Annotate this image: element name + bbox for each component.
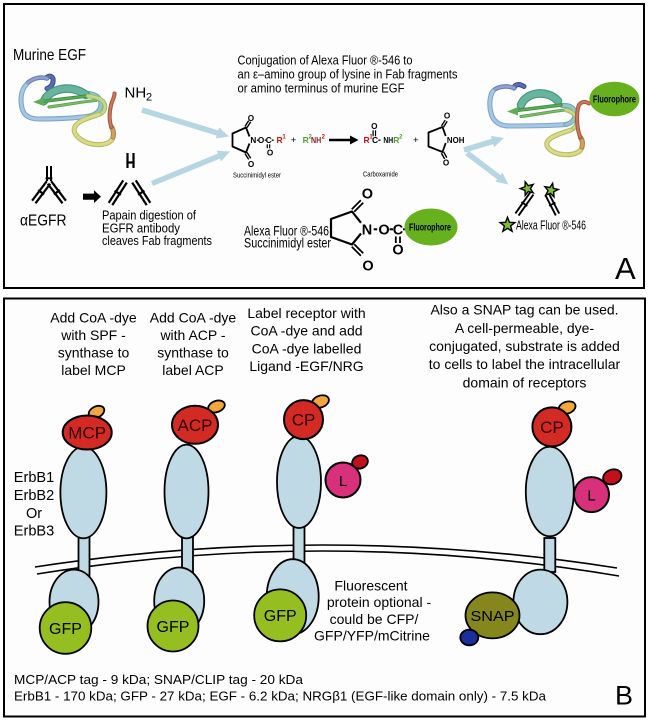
svg-text:CoA -dye and add: CoA -dye and add (250, 323, 362, 339)
svg-text:Alexa Fluor ®-546: Alexa Fluor ®-546 (244, 223, 329, 238)
svg-text:N: N (250, 136, 256, 145)
svg-text:A cell-permeable, dye-: A cell-permeable, dye- (455, 320, 595, 336)
svg-text:conjugated, substrate is added: conjugated, substrate is added (429, 338, 620, 354)
svg-text:with ACP -: with ACP - (159, 327, 225, 343)
svg-text:Also a SNAP tag can be used.: Also a SNAP tag can be used. (430, 302, 618, 318)
svg-text:an ε–amino group of lysine in: an ε–amino group of lysine in Fab fragme… (238, 68, 458, 82)
svg-text:label ACP: label ACP (162, 362, 223, 378)
svg-text:O: O (248, 114, 255, 123)
svg-text:Fluorophore: Fluorophore (593, 95, 636, 106)
svg-text:B: B (615, 681, 633, 711)
svg-text:CoA -dye labelled: CoA -dye labelled (252, 340, 362, 356)
svg-text:CP: CP (540, 418, 564, 437)
svg-text:to cells to label the intracel: to cells to label the intracellular (429, 356, 621, 372)
svg-text:ErbB1 - 170 kDa; GFP - 27 kDa;: ErbB1 - 170 kDa; GFP - 27 kDa; EGF - 6.2… (14, 690, 546, 704)
svg-text:NH: NH (125, 84, 147, 101)
svg-text:N: N (362, 223, 372, 239)
svg-text:could be CFP/: could be CFP/ (330, 611, 419, 627)
svg-text:Murine EGF: Murine EGF (13, 47, 86, 64)
svg-text:+: + (413, 135, 419, 146)
svg-text:cleaves Fab fragments: cleaves Fab fragments (102, 234, 212, 248)
svg-text:with SPF -: with SPF - (60, 327, 126, 343)
svg-text:Conjugation of Alexa Fluor ®-5: Conjugation of Alexa Fluor ®-546 to (238, 54, 413, 68)
svg-text:Fluorophore: Fluorophore (409, 223, 451, 234)
svg-text:1: 1 (369, 134, 373, 140)
svg-text:GFP: GFP (264, 608, 297, 625)
svg-text:O: O (258, 136, 265, 145)
svg-text:domain of receptors: domain of receptors (463, 374, 587, 390)
svg-text:Succinimidyl ester: Succinimidyl ester (244, 235, 331, 250)
svg-text:R: R (303, 135, 309, 145)
svg-text:R: R (393, 135, 399, 145)
svg-text:R: R (277, 135, 283, 145)
svg-text:2: 2 (399, 134, 403, 140)
svg-text:L: L (587, 488, 595, 505)
svg-text:O: O (371, 122, 378, 131)
svg-text:synthase to: synthase to (58, 345, 130, 361)
svg-text:2: 2 (322, 134, 326, 140)
svg-text:1: 1 (282, 134, 286, 140)
svg-text:MCP: MCP (68, 424, 106, 443)
svg-text:or amino terminus of murine EG: or amino terminus of murine EGF (238, 82, 405, 96)
svg-text:2: 2 (146, 91, 152, 103)
svg-text:GFP: GFP (49, 621, 82, 638)
svg-text:EGFR antibody: EGFR antibody (102, 221, 181, 235)
svg-text:SNAP: SNAP (471, 608, 515, 625)
svg-text:αEGFR: αEGFR (20, 213, 67, 230)
svg-text:O: O (378, 223, 389, 239)
svg-text:C: C (393, 223, 404, 239)
svg-text:Label receptor with: Label receptor with (247, 305, 365, 321)
svg-text:Papain digestion of: Papain digestion of (102, 209, 196, 223)
svg-text:O: O (362, 186, 373, 202)
svg-text:ErbB2: ErbB2 (14, 488, 55, 504)
svg-text:Alexa Fluor ®-546: Alexa Fluor ®-546 (516, 218, 586, 232)
svg-text:ErbB3: ErbB3 (14, 524, 55, 540)
svg-text:GFP/YFP/mCitrine: GFP/YFP/mCitrine (314, 628, 430, 644)
svg-text:Succinimidyl ester: Succinimidyl ester (233, 171, 281, 180)
svg-text:GFP: GFP (157, 619, 190, 636)
svg-text:NOH: NOH (447, 135, 465, 145)
svg-text:Add CoA -dye: Add CoA -dye (50, 310, 137, 326)
svg-text:MCP/ACP tag - 9 kDa; SNAP/CLIP: MCP/ACP tag - 9 kDa; SNAP/CLIP tag - 20 … (14, 673, 303, 687)
svg-text:Ligand -EGF/NRG: Ligand -EGF/NRG (249, 358, 363, 374)
svg-text:CP: CP (292, 411, 316, 430)
svg-text:Fluorescent: Fluorescent (334, 577, 407, 593)
svg-text:L: L (339, 473, 347, 490)
svg-text:Add CoA -dye: Add CoA -dye (150, 310, 237, 326)
svg-text:A: A (615, 251, 636, 286)
svg-text:2: 2 (309, 134, 313, 140)
svg-text:protein optional -: protein optional - (327, 594, 432, 610)
svg-text:Or: Or (26, 506, 42, 522)
svg-text:NH: NH (311, 135, 321, 145)
svg-text:C: C (372, 135, 378, 145)
svg-text:label MCP: label MCP (61, 362, 126, 378)
svg-text:NH: NH (383, 135, 393, 145)
svg-text:O: O (362, 259, 373, 275)
svg-text:R: R (364, 135, 370, 145)
svg-text:O: O (248, 160, 255, 169)
svg-text:Carboxamide: Carboxamide (363, 170, 398, 179)
svg-text:ACP: ACP (178, 416, 213, 435)
svg-text:O: O (443, 158, 450, 167)
svg-text:O: O (444, 111, 451, 120)
svg-text:O: O (267, 149, 274, 158)
svg-text:O: O (392, 243, 403, 259)
svg-text:C: C (266, 136, 272, 145)
svg-text:+: + (291, 135, 297, 146)
svg-text:ErbB1: ErbB1 (14, 470, 55, 486)
svg-text:synthase to: synthase to (157, 345, 229, 361)
